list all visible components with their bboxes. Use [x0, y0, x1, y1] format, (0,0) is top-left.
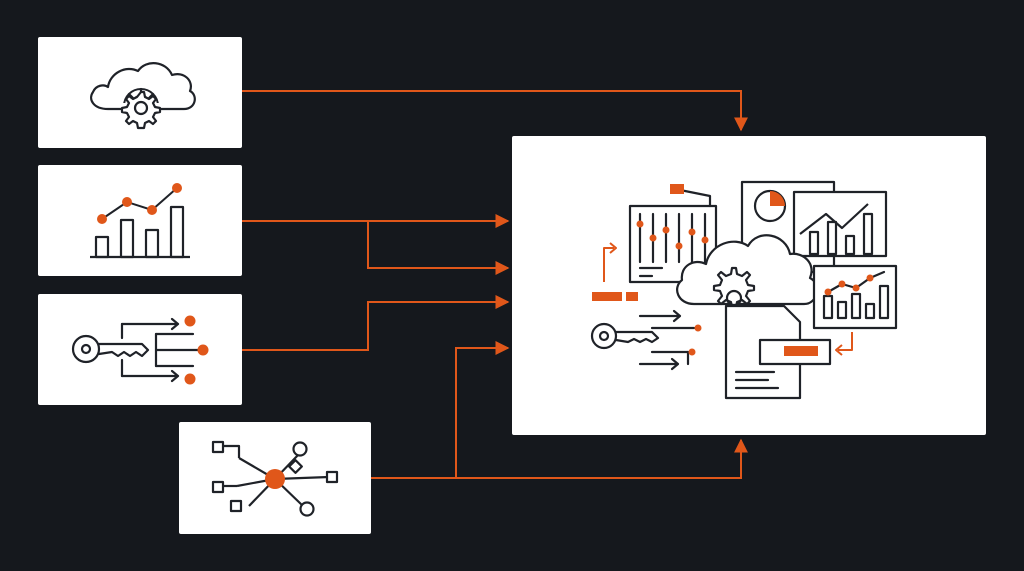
edge-cloud-to-hub: [242, 90, 748, 132]
network-card: [179, 422, 371, 534]
key-distribution-icon: [71, 315, 209, 385]
cloud-settings-card: [38, 37, 242, 148]
edge-network-to-hub-b: [456, 438, 748, 479]
edge-analytics-to-hub-b: [367, 221, 510, 275]
edge-key-to-hub: [242, 295, 510, 351]
bar-line-chart-icon: [90, 183, 190, 259]
network-hub-icon: [211, 440, 339, 517]
central-hub-card: [512, 136, 986, 435]
edge-network-to-hub-a: [371, 341, 510, 479]
cloud-gear-icon: [90, 62, 196, 130]
access-key-card: [38, 294, 242, 405]
analytics-card: [38, 165, 242, 276]
cloud-data-integration-icon: [590, 180, 898, 400]
